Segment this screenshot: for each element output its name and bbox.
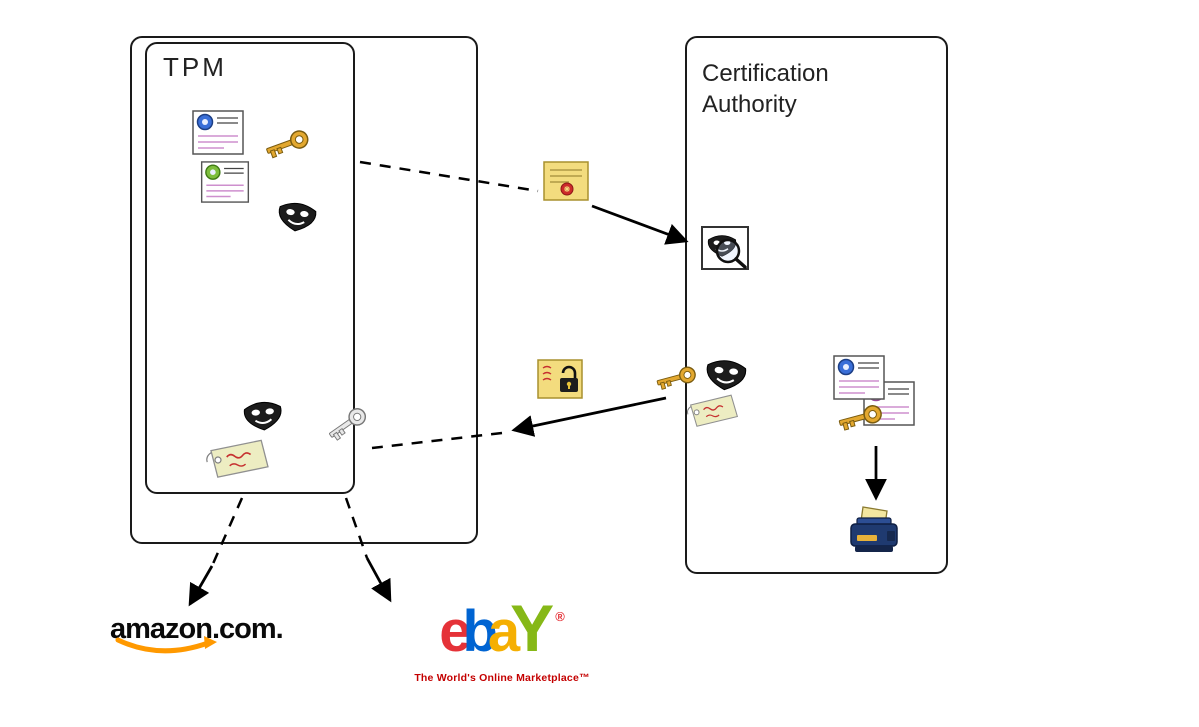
ebay-letter-b: b (462, 599, 498, 664)
mask-icon (703, 355, 748, 393)
arrow-tpm-to-ca (591, 204, 689, 245)
ebay-logo-letters: ebaY® (412, 588, 592, 676)
amazon-logo-text: amazon.com. (110, 613, 290, 646)
mask-icon (275, 197, 319, 235)
ebay-logo: ebaY® The World's Online Marketplace™ (412, 588, 592, 684)
locked-note-icon (537, 359, 583, 399)
amazon-suffix: .com. (211, 613, 284, 645)
ebay-letter-a: a (487, 599, 521, 664)
printer-icon (843, 505, 905, 560)
amazon-smile-icon (115, 636, 217, 654)
ebay-letter-e: e (439, 599, 472, 664)
certificate-with-key-icon (833, 355, 923, 439)
certificate-blue-gear-icon (192, 110, 244, 155)
certification-authority-box (685, 36, 948, 574)
certificate-green-gear-icon (199, 161, 251, 203)
tpm-box (145, 42, 355, 494)
ebay-letter-y: Y (510, 591, 555, 665)
arrow-ca-to-tpm (511, 396, 667, 437)
platform-box (130, 36, 478, 544)
arrow-tpm-to-ebay (365, 557, 392, 603)
tpm-label: TPM (163, 52, 227, 82)
ebay-registered-mark: ® (555, 609, 565, 624)
mask-verification-icon (701, 226, 749, 271)
amazon-word: amazon (110, 613, 213, 645)
certification-authority-label: Certification Authority (702, 60, 829, 119)
arrow-tpm-to-amazon (188, 565, 214, 607)
mask-icon (242, 397, 285, 433)
identity-tag-icon (203, 438, 270, 480)
ebay-tagline: The World's Online Marketplace™ (414, 672, 590, 684)
sealed-note-icon (543, 161, 589, 201)
amazon-logo: amazon.com. (110, 613, 290, 658)
